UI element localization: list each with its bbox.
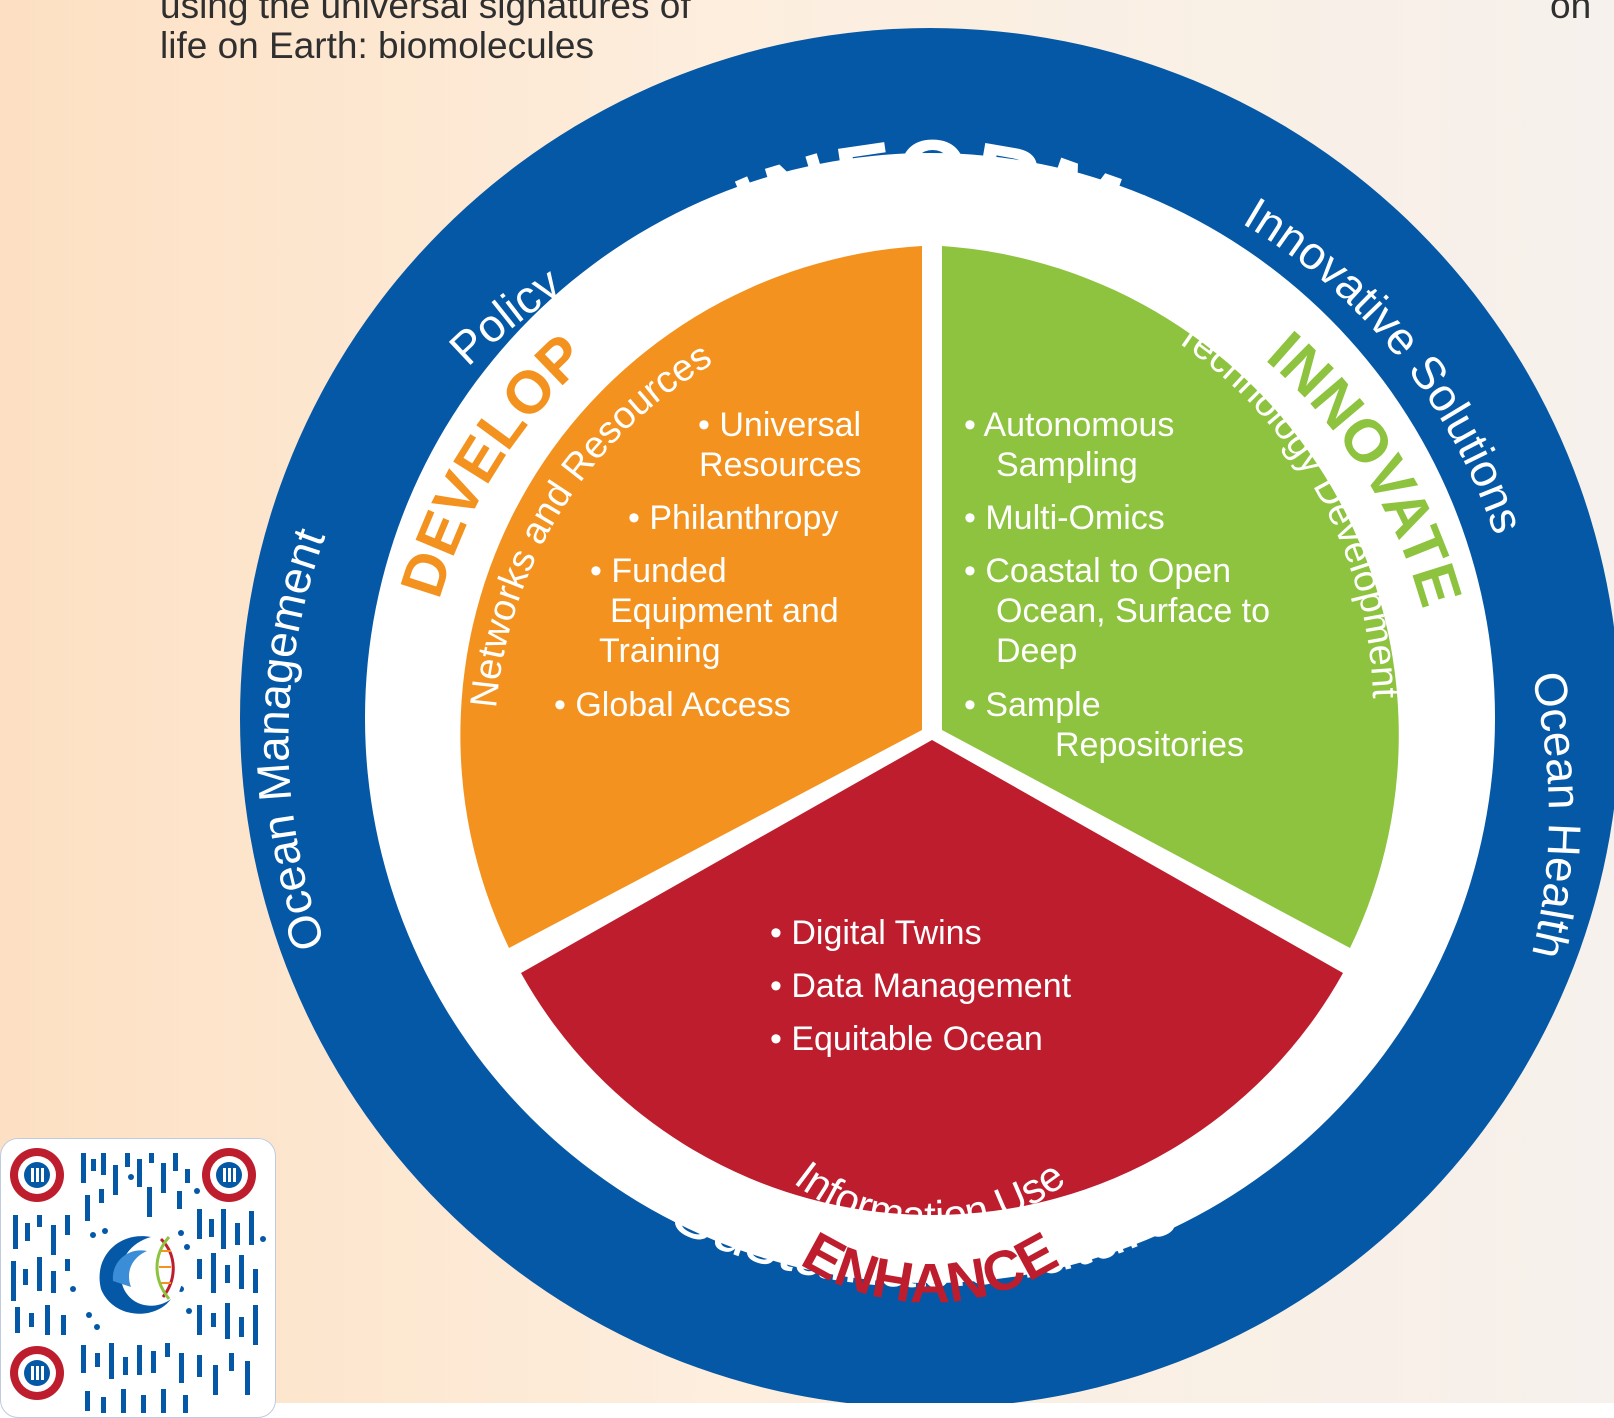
develop-item-4-line-1: • Global Access	[554, 686, 791, 724]
develop-item-2: • Philanthropy	[628, 499, 838, 537]
qr-code-graphic	[10, 1148, 266, 1413]
intro-line-2: life on Earth: biomolecules	[160, 25, 594, 66]
develop-item-3: • Funded Equipment and Training	[590, 552, 848, 670]
qr-finder-bottom-left	[10, 1346, 64, 1400]
develop-item-3-line-1: • Funded	[590, 552, 727, 590]
develop-item-1: • Universal Resources	[698, 406, 871, 484]
enhance-sector	[521, 740, 1343, 1216]
corner-text-fragment: on	[1550, 0, 1592, 26]
innovate-item-1-line-2: Sampling	[996, 446, 1138, 484]
develop-sector	[460, 246, 922, 948]
innovate-item-3-line-3: Deep	[996, 632, 1077, 670]
innovate-item-3: • Coastal to Open Ocean, Surface to Deep	[964, 552, 1280, 670]
innovate-sector	[942, 246, 1399, 948]
enhance-item-3: • Equitable Ocean	[770, 1020, 1043, 1058]
innovate-item-2-line-1: • Multi-Omics	[964, 499, 1165, 537]
innovate-item-2: • Multi-Omics	[964, 499, 1165, 537]
innovate-item-4-line-1: • Sample	[964, 686, 1101, 724]
develop-item-3-line-2: Equipment and	[610, 592, 839, 630]
enhance-item-2: • Data Management	[770, 967, 1072, 1005]
qr-code[interactable]	[0, 1138, 276, 1418]
develop-item-1-line-1: • Universal	[698, 406, 861, 444]
innovate-item-4-line-2: Repositories	[1055, 726, 1244, 764]
qr-finder-top-left	[10, 1148, 64, 1202]
enhance-item-1-line-1: • Digital Twins	[770, 914, 982, 952]
logo-wave-dna-icon	[91, 1227, 183, 1319]
qr-dots	[70, 1174, 266, 1330]
develop-items: • Universal Resources • Philanthropy • F…	[554, 406, 871, 724]
innovate-item-4: • Sample Repositories	[964, 686, 1244, 764]
qr-finder-top-right	[202, 1148, 256, 1202]
qr-modules	[11, 1153, 258, 1413]
enhance-item-1: • Digital Twins	[770, 914, 982, 952]
intro-line-1: using the universal signatures of	[160, 0, 691, 26]
enhance-item-3-line-1: • Equitable Ocean	[770, 1020, 1043, 1058]
develop-item-2-line-1: • Philanthropy	[628, 499, 838, 537]
innovate-item-3-line-2: Ocean, Surface to	[996, 592, 1270, 630]
innovate-item-3-line-1: • Coastal to Open	[964, 552, 1231, 590]
develop-item-3-line-3: Training	[599, 632, 721, 670]
enhance-item-2-line-1: • Data Management	[770, 967, 1072, 1005]
innovate-item-1-line-1: • Autonomous	[964, 406, 1174, 444]
develop-item-1-line-2: Resources	[699, 446, 862, 484]
enhance-items: • Digital Twins • Data Management • Equi…	[770, 914, 1072, 1058]
intro-text: using the universal signatures of life o…	[160, 0, 860, 66]
develop-item-4: • Global Access	[554, 686, 791, 724]
innovate-item-1: • Autonomous Sampling	[964, 406, 1184, 484]
innovate-items: • Autonomous Sampling • Multi-Omics • Co…	[964, 406, 1280, 764]
